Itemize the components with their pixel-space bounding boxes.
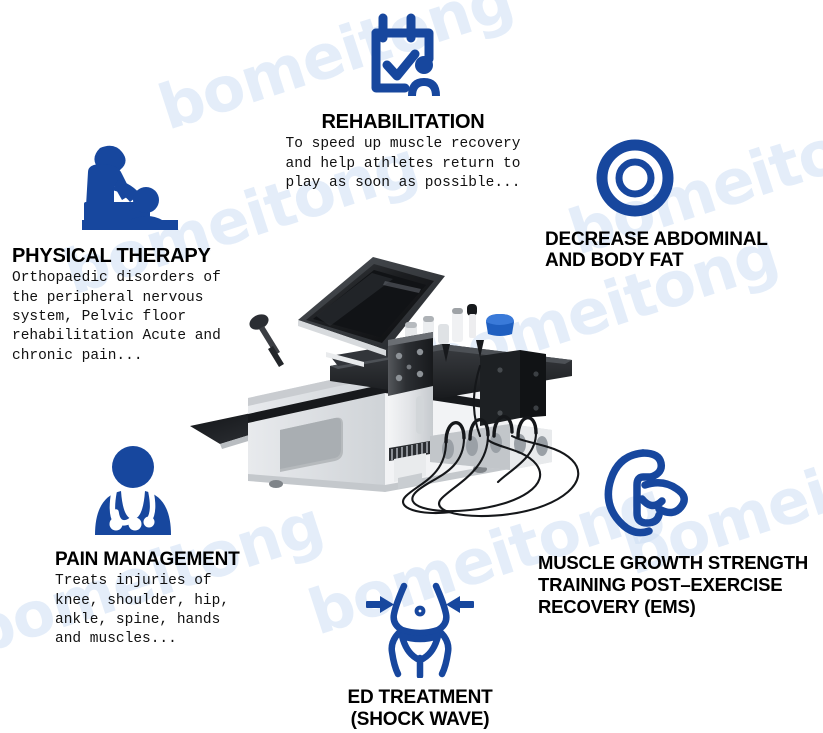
cables [402, 364, 580, 517]
feature-ed-treatment: ED TREATMENT (SHOCK WAVE) [320, 578, 520, 731]
slim-waist-body-icon [360, 578, 480, 683]
touchscreen-monitor [298, 257, 445, 367]
feature-icon-wrap [545, 138, 823, 223]
shockwave-handpiece-small [249, 314, 284, 367]
feature-icon-wrap [270, 6, 536, 111]
right-support-arm [480, 350, 546, 426]
feature-icon-wrap [55, 440, 300, 545]
massage-therapy-icon [70, 140, 248, 245]
feature-title: ED TREATMENT (SHOCK WAVE) [347, 687, 493, 731]
flexed-bicep-icon [598, 443, 823, 546]
shockwave-handpiece [388, 332, 433, 489]
feature-body: To speed up muscle recovery and help ath… [285, 136, 521, 191]
feature-pain-management: PAIN MANAGEMENT Treats injuries of knee,… [55, 440, 300, 649]
feature-rehabilitation: REHABILITATION To speed up muscle recove… [270, 6, 536, 193]
feature-decrease-fat: DECREASE ABDOMINAL AND BODY FAT [545, 138, 823, 272]
ems-handle-rack [430, 415, 552, 470]
feature-muscle-growth: MUSCLE GROWTH STRENGTH TRAINING POST–EXE… [538, 443, 823, 617]
concentric-circle-icon [595, 138, 823, 223]
feature-icon-wrap [538, 443, 823, 546]
feature-title: MUSCLE GROWTH STRENGTH TRAINING POST–EXE… [538, 552, 809, 617]
accessory-holders [405, 304, 514, 364]
feature-title: REHABILITATION [321, 111, 485, 133]
feature-icon-wrap [12, 140, 248, 245]
feature-body: Treats injuries of knee, shoulder, hip, … [55, 573, 230, 648]
feature-icon-wrap [320, 578, 520, 683]
feature-title: PAIN MANAGEMENT [55, 549, 240, 570]
shockwave-therapy-device-illustration [180, 248, 600, 548]
feature-physical-therapy: PHYSICAL THERAPY Orthopaedic disorders o… [12, 140, 248, 366]
feature-title: DECREASE ABDOMINAL AND BODY FAT [545, 229, 768, 272]
calendar-check-person-icon [353, 6, 453, 111]
feature-body: Orthopaedic disorders of the peripheral … [12, 270, 221, 364]
feature-title: PHYSICAL THERAPY [12, 245, 211, 267]
doctor-stethoscope-icon [83, 440, 300, 545]
